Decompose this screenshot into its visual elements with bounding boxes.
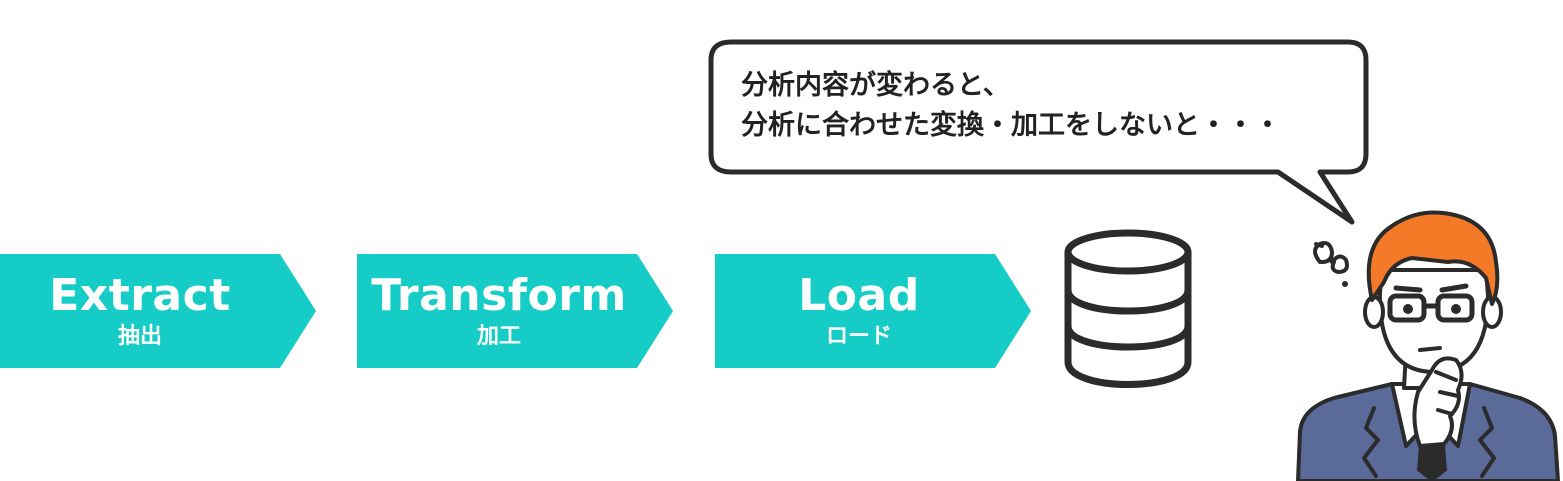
step-extract-title: Extract bbox=[49, 270, 231, 321]
step-transform: Transform 加工 bbox=[357, 254, 673, 368]
step-extract-subtitle: 抽出 bbox=[117, 324, 162, 349]
speech-line-1: 分析内容が変わると、 bbox=[741, 70, 1010, 101]
step-load-title: Load bbox=[798, 270, 920, 321]
step-load-subtitle: ロード bbox=[825, 324, 892, 349]
speech-line-2: 分析に合わせた変換・加工をしないと・・・ bbox=[741, 110, 1281, 141]
step-extract-arrow-shape bbox=[0, 254, 316, 368]
step-load: Load ロード bbox=[715, 254, 1031, 368]
step-transform-arrow-shape bbox=[357, 254, 673, 368]
speech-bubble-text: 分析内容が変わると、 分析に合わせた変換・加工をしないと・・・ bbox=[741, 66, 1341, 146]
step-transform-title: Transform bbox=[371, 270, 627, 321]
step-extract: Extract 抽出 bbox=[0, 254, 316, 368]
step-load-arrow-shape bbox=[715, 254, 1031, 368]
step-transform-subtitle: 加工 bbox=[476, 324, 521, 349]
